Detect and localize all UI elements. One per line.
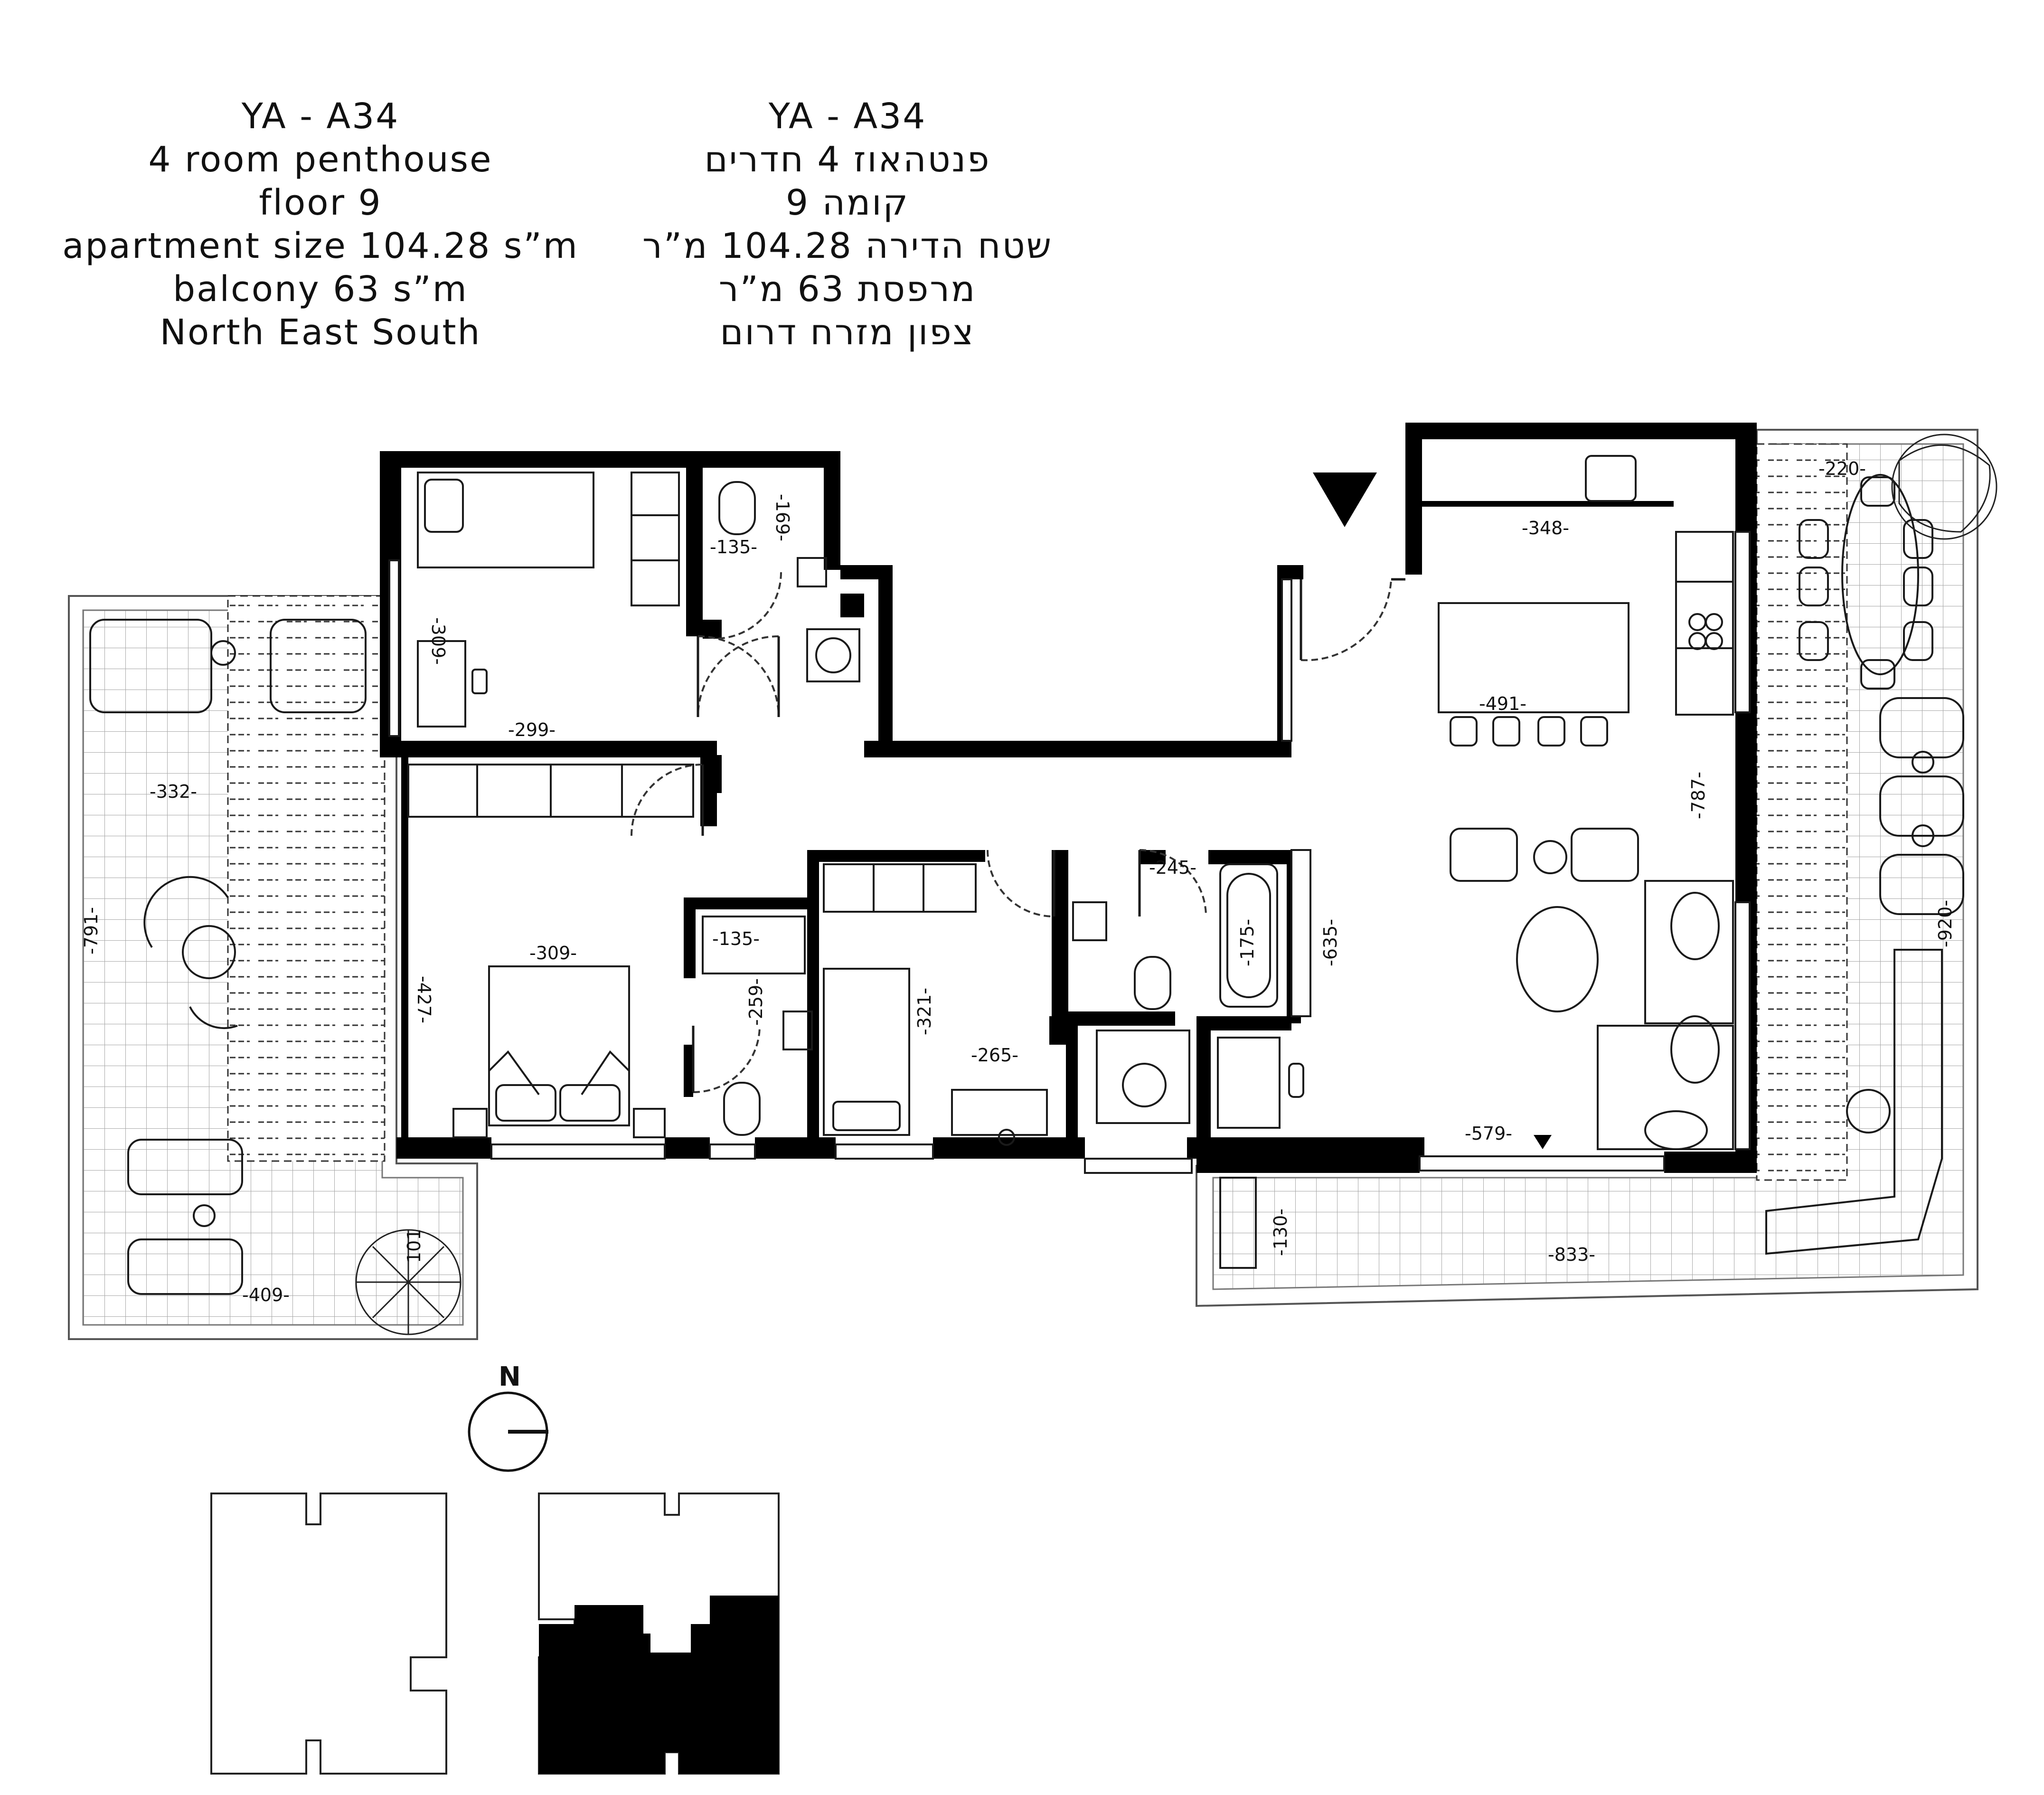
unit-size-he: שטח הדירה 104.28 מ”ר — [642, 226, 1053, 266]
sofa-upper — [1644, 880, 1734, 1024]
dim-west-balcony-height: -791- — [81, 907, 102, 954]
east-balcony — [1196, 429, 1978, 1307]
dim-south-balcony-height: -130- — [1270, 1209, 1291, 1256]
west-balcony-deck — [227, 595, 386, 1162]
sink-ensuite — [782, 1011, 813, 1050]
plant-icon — [355, 434, 1997, 1335]
unit-balcony-he: מרפסת 63 מ”ר — [718, 269, 977, 310]
bed-bedroom-3 — [823, 968, 910, 1136]
dim-kitchen-width: -348- — [1522, 518, 1569, 538]
coffee-table — [1516, 906, 1599, 1012]
dim-ensuite-width: -135- — [712, 928, 760, 949]
toilet-main-bath — [1134, 956, 1171, 1010]
dim-east-balcony-height: -920- — [1935, 900, 1956, 947]
fridge — [1585, 455, 1637, 502]
dim-hall-height: -635- — [1320, 919, 1341, 966]
dim-bedroom3-width: -265- — [971, 1045, 1018, 1066]
windows — [388, 531, 1751, 1174]
title-block-hebrew: YA - A34 פנטהאוז 4 חדרים קומה 9 שטח הדיר… — [575, 95, 1121, 354]
north-label: N — [499, 1361, 521, 1392]
desk-study — [1217, 1037, 1281, 1129]
interior-floor — [380, 423, 1757, 1163]
wardrobe-bedroom-3 — [823, 863, 977, 913]
unit-size: apartment size 104.28 s”m — [62, 226, 579, 266]
unit-floor: floor 9 — [259, 182, 382, 223]
shaft — [1096, 1030, 1190, 1124]
dim-bath-top-width: -135- — [710, 537, 757, 557]
sink-main-bath — [1072, 901, 1107, 941]
wardrobe-top-left — [631, 472, 680, 606]
dim-living-height: -787- — [1688, 772, 1709, 819]
dim-master-width: -309- — [529, 943, 577, 964]
sink-top — [797, 557, 827, 587]
unit-orientation-he: צפון מזרח דרום — [720, 312, 975, 353]
entrance-arrow-icon — [1313, 472, 1377, 527]
key-plan — [210, 1493, 780, 1775]
dim-living-width: -579- — [1465, 1123, 1512, 1144]
unit-code-he: YA - A34 — [768, 96, 927, 137]
kitchen-island — [1438, 602, 1630, 713]
title-block-english: YA - A34 4 room penthouse floor 9 apartm… — [57, 95, 584, 354]
lounger-3 — [1879, 854, 1964, 915]
armchair-left — [1450, 828, 1518, 882]
dim-bath-main-width: -245- — [1149, 857, 1196, 878]
master-bed — [488, 965, 630, 1126]
west-sofa-top — [89, 619, 212, 713]
balcony-dining-table — [1841, 474, 1919, 675]
dim-bedroom-top-height: -309- — [428, 617, 449, 665]
toilet-top — [718, 481, 756, 535]
side-table — [1533, 840, 1567, 874]
corner-sofa — [1765, 949, 1943, 1255]
doors — [631, 572, 1392, 1093]
unit-floor-he: קומה 9 — [786, 182, 909, 223]
dim-bath-main-height: -175- — [1237, 919, 1258, 966]
key-plan-building-left — [210, 1493, 447, 1775]
lounger-2 — [1879, 775, 1964, 837]
unit-orientation: North East South — [160, 312, 481, 353]
desk-top-left — [417, 640, 466, 727]
lounger-west-2 — [127, 1238, 243, 1295]
toilet-ensuite — [723, 1082, 761, 1136]
lounger-1 — [1879, 697, 1964, 758]
washer-icon — [806, 628, 860, 682]
balcony-side-table — [1846, 1089, 1891, 1134]
door-leaves — [692, 578, 1405, 1092]
sofa-lower — [1597, 1025, 1734, 1150]
dim-master-height: -427- — [414, 976, 434, 1023]
west-balcony — [68, 595, 478, 1340]
dimension-labels: -299- -309- -135- -169- -332- -791- -409… — [81, 458, 1956, 1305]
dim-bath-top-height: -169- — [772, 494, 793, 541]
dim-west-balcony-bottom: -409- — [242, 1285, 290, 1305]
armchair-right — [1571, 828, 1639, 882]
dim-ensuite-height: -259- — [745, 978, 766, 1026]
bed-top-left — [417, 472, 594, 568]
unit-code: YA - A34 — [241, 96, 400, 137]
dim-south-balcony-width: -833- — [1548, 1244, 1595, 1265]
unit-type-he: פנטהאוז 4 חדרים — [704, 139, 991, 180]
dim-east-balcony-top: -220- — [1818, 458, 1866, 479]
unit-type: 4 room penthouse — [148, 139, 493, 180]
key-plan-unit-highlight — [539, 1596, 779, 1774]
dim-bedroom3-height: -321- — [914, 988, 935, 1035]
lounger-west-1 — [127, 1139, 243, 1195]
dim-bedroom-top-width: -299- — [508, 719, 556, 740]
dim-west-balcony-width: -332- — [150, 781, 197, 802]
west-armchair-top — [270, 619, 367, 713]
east-balcony-deck — [1756, 443, 1848, 1181]
dim-dining-width: -491- — [1479, 693, 1526, 714]
north-compass: N — [468, 1361, 548, 1472]
balcony-bench-south — [1219, 1177, 1257, 1269]
balcony-entrance-arrow-icon — [1534, 1135, 1552, 1149]
west-round-table — [182, 925, 236, 979]
ensuite-shower — [702, 916, 806, 974]
furniture — [89, 455, 1964, 1295]
bathtub — [1219, 863, 1278, 1008]
unit-balcony: balcony 63 s”m — [173, 269, 468, 310]
dim-planter: 101 — [404, 1228, 424, 1263]
